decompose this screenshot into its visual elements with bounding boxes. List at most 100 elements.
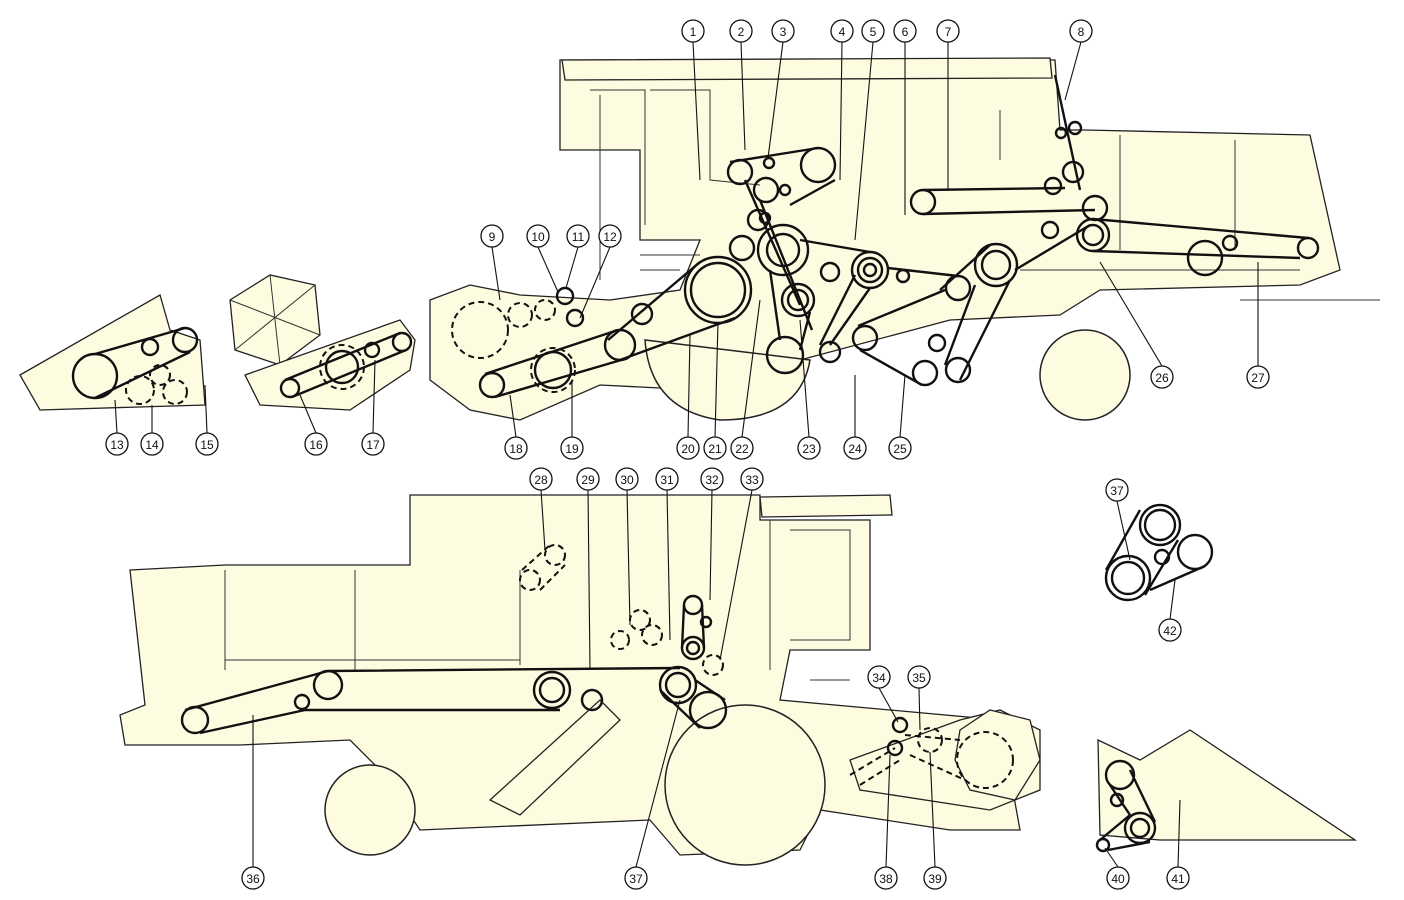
callout-number: 23: [802, 442, 816, 456]
callout-leader-line: [537, 246, 559, 293]
callout-circle: [703, 436, 727, 460]
callout-34: 34: [867, 665, 891, 689]
callout-2: 2: [729, 19, 753, 43]
callout-circle: [526, 224, 550, 248]
callout-number: 36: [246, 872, 260, 886]
callout-number: 18: [509, 442, 523, 456]
callout-number: 35: [912, 671, 926, 685]
callout-circle: [936, 19, 960, 43]
callout-number: 39: [928, 872, 942, 886]
callout-circle: [843, 436, 867, 460]
callout-number: 12: [603, 230, 617, 244]
callout-leader-line: [626, 489, 631, 626]
callout-circle: [1166, 866, 1190, 890]
callout-number: 30: [620, 473, 634, 487]
callout-leader-line: [299, 394, 317, 434]
callout-leader-line: [1177, 799, 1181, 868]
callout-circle: [1150, 365, 1174, 389]
callout-33: 33: [740, 467, 764, 491]
callout-20: 20: [676, 436, 700, 460]
callout-leader-line: [687, 334, 691, 438]
callout-leader-line: [767, 41, 784, 159]
callout-leader-line: [587, 489, 591, 671]
callout-28: 28: [529, 467, 553, 491]
callout-number: 14: [145, 438, 159, 452]
callout-leader-line: [929, 751, 936, 868]
callout-16: 16: [304, 432, 328, 456]
callout-25: 25: [888, 436, 912, 460]
callout-circle: [1246, 365, 1270, 389]
callout-number: 29: [581, 473, 595, 487]
callout-number: 8: [1078, 25, 1085, 39]
callout-35: 35: [907, 665, 931, 689]
callout-circle: [1158, 618, 1182, 642]
callout-4: 4: [830, 19, 854, 43]
callout-7: 7: [936, 19, 960, 43]
rear-wheel-bottom: [324, 764, 416, 856]
callout-circle: [304, 432, 328, 456]
callout-circle: [923, 866, 947, 890]
callout-number: 19: [565, 442, 579, 456]
header-table: [19, 294, 206, 411]
belts-top: [71, 74, 1320, 405]
callout-8: 8: [1069, 19, 1093, 43]
callout-circle: [830, 19, 854, 43]
callout-leader-line: [1064, 41, 1082, 101]
callout-14: 14: [140, 432, 164, 456]
callout-leader-line: [692, 41, 701, 181]
callout-leader-line: [635, 699, 681, 868]
callout-circle: [504, 436, 528, 460]
callout-number: 7: [945, 25, 952, 39]
callout-circle: [681, 19, 705, 43]
callout-40: 40: [1106, 866, 1130, 890]
callout-24: 24: [843, 436, 867, 460]
inset-header-drive-40-41: [1095, 729, 1358, 853]
callout-circle: [676, 436, 700, 460]
callout-leader-line: [1104, 847, 1119, 868]
callout-number: 27: [1251, 371, 1265, 385]
callout-38: 38: [874, 866, 898, 890]
callout-number: 40: [1111, 872, 1125, 886]
callout-12: 12: [598, 224, 622, 248]
callout-number: 24: [848, 442, 862, 456]
callout-leader-line: [740, 41, 746, 151]
callout-number: 5: [870, 25, 877, 39]
callout-circle: [867, 665, 891, 689]
callout-leader-line: [372, 359, 376, 434]
callout-13: 13: [105, 432, 129, 456]
callout-circle: [241, 866, 265, 890]
callout-number: 20: [681, 442, 695, 456]
callout-27: 27: [1246, 365, 1270, 389]
callout-leaders: [114, 41, 1259, 868]
callout-circle: [655, 467, 679, 491]
feeder-house: [429, 59, 1341, 421]
callout-32: 32: [700, 467, 724, 491]
callout-36: 36: [241, 866, 265, 890]
callout-circle: [888, 436, 912, 460]
callout-circle: [907, 665, 931, 689]
callout-leader-line: [1169, 579, 1176, 620]
callout-circle: [105, 432, 129, 456]
callout-circle: [576, 467, 600, 491]
callout-leader-line: [839, 41, 843, 181]
callout-number: 34: [872, 671, 886, 685]
cab-roof: [561, 57, 1053, 81]
callout-10: 10: [526, 224, 550, 248]
callout-circle: [1106, 866, 1130, 890]
callout-circle: [566, 224, 590, 248]
callout-19: 19: [560, 436, 584, 460]
callout-number: 32: [705, 473, 719, 487]
callout-30: 30: [615, 467, 639, 491]
unloading-auger: [488, 699, 621, 816]
callout-number: 28: [534, 473, 548, 487]
callout-9: 9: [480, 224, 504, 248]
callout-circle: [861, 19, 885, 43]
callout-leader-line: [565, 246, 579, 289]
callout-number: 1: [690, 25, 697, 39]
callout-number: 22: [735, 442, 749, 456]
callout-26: 26: [1150, 365, 1174, 389]
callout-11: 11: [566, 224, 590, 248]
callout-6: 6: [893, 19, 917, 43]
callout-5: 5: [861, 19, 885, 43]
callout-circle: [740, 467, 764, 491]
